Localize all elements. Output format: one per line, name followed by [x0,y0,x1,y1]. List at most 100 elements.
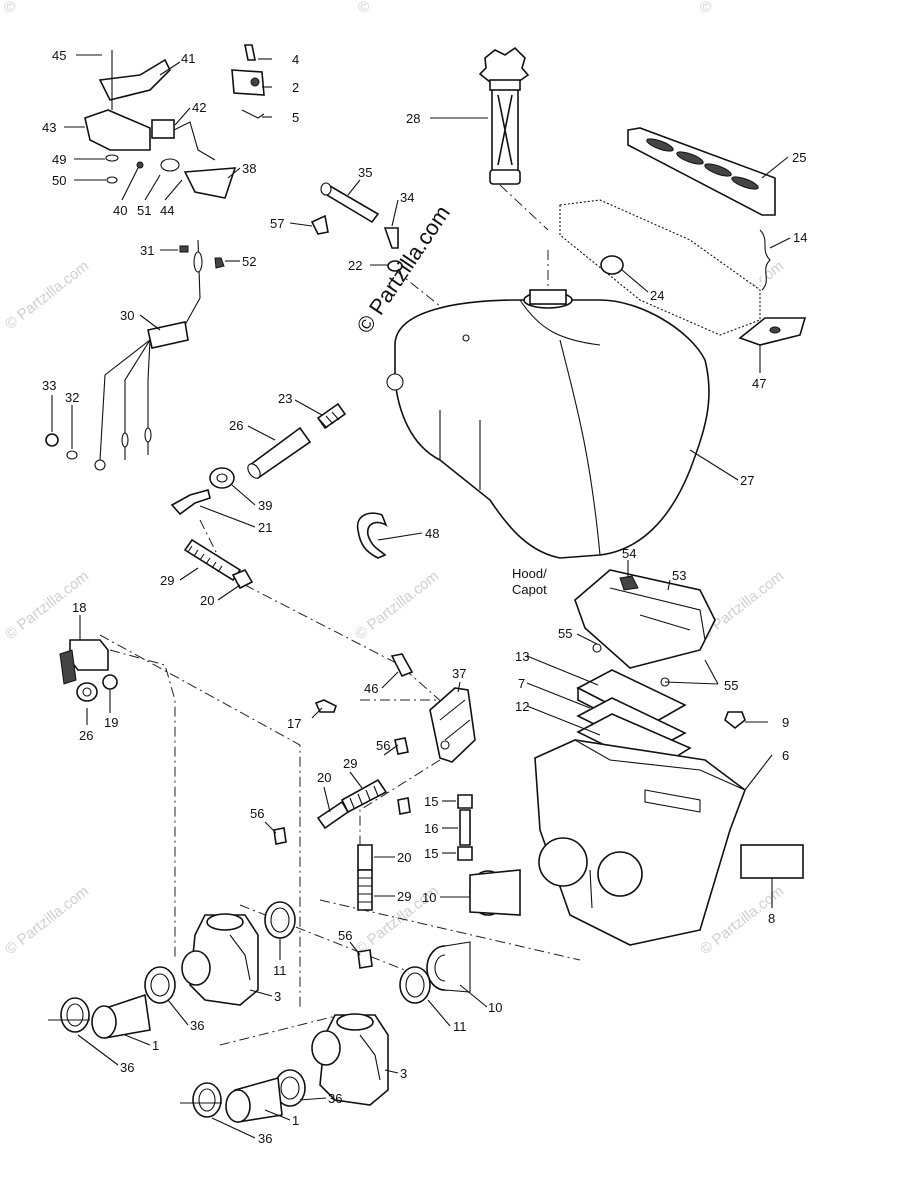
callout-1: 1 [292,1113,299,1128]
fuel-pump [390,653,476,763]
callout-20: 20 [200,593,214,608]
callout-56: 56 [338,928,352,943]
callout-10: 10 [422,890,436,905]
callout-12: 12 [515,699,529,714]
callout-33: 33 [42,378,56,393]
callout-11: 11 [453,1019,467,1034]
watermark-text: © Partzilla.com [2,883,92,959]
hood-label: Hood/ [512,566,547,581]
callout-55: 55 [724,678,738,693]
callout-40: 40 [113,203,127,218]
callout-55: 55 [558,626,572,641]
callout-21: 21 [258,520,272,535]
carb-boots [48,966,306,1123]
callout-52: 52 [242,254,256,269]
callout-38: 38 [242,161,256,176]
callout-19: 19 [104,715,118,730]
air-intake-adapters [426,869,521,993]
callout-27: 27 [740,473,754,488]
callout-22: 22 [348,258,362,273]
callout-36: 36 [328,1091,342,1106]
callout-32: 32 [65,390,79,405]
callout-39: 39 [258,498,272,513]
hose-clamps [273,737,411,969]
callout-8: 8 [768,911,775,926]
push-rivet [724,711,746,730]
mount-bracket [738,317,807,346]
fuel-hose [247,402,347,480]
callout-49: 49 [52,152,66,167]
callout-5: 5 [292,110,299,125]
callout-6: 6 [782,748,789,763]
watermark-text: © Partzilla.com [2,258,92,334]
capot-label: Capot [512,582,547,597]
connector [231,44,265,119]
callout-15: 15 [424,846,438,861]
callout-36: 36 [120,1060,134,1075]
callout-26: 26 [79,728,93,743]
fuel-hose-lower [357,844,373,911]
callout-56: 56 [250,806,264,821]
watermark-corner: © [700,0,711,16]
callout-15: 15 [424,794,438,809]
callout-24: 24 [650,288,664,303]
tank-strap-clip [356,512,388,559]
leader-lines [51,54,791,1139]
callout-30: 30 [120,308,134,323]
callout-47: 47 [752,376,766,391]
callout-56: 56 [376,738,390,753]
callout-28: 28 [406,111,420,126]
callout-34: 34 [400,190,414,205]
fuel-gauge [478,46,530,185]
callout-54: 54 [622,546,636,561]
callout-36: 36 [190,1018,204,1033]
callout-50: 50 [52,173,66,188]
callout-57: 57 [270,216,284,231]
carburetor-front [181,913,259,1006]
vent-hose [320,182,380,224]
pump-fitting [314,699,337,713]
callout-labels: 45 41 4 2 5 42 43 38 49 50 40 51 44 28 2… [42,48,807,1146]
callout-2: 2 [292,80,299,95]
callout-1: 1 [152,1038,159,1053]
callout-10: 10 [488,1000,502,1015]
callout-4: 4 [292,52,299,67]
callout-7: 7 [518,676,525,691]
callout-3: 3 [400,1066,407,1081]
callout-41: 41 [181,51,195,66]
callout-36: 36 [258,1131,272,1146]
callout-9: 9 [782,715,789,730]
tank-pad [559,199,771,336]
callout-43: 43 [42,120,56,135]
callout-53: 53 [672,568,686,583]
air-silencer-cover [574,569,716,687]
callout-45: 45 [52,48,66,63]
callout-29: 29 [397,889,411,904]
adapter-clamps [264,901,431,1004]
callout-29: 29 [343,756,357,771]
inline-fittings [457,794,473,861]
tank-bracket [627,127,776,216]
washers [45,433,78,460]
fuel-elbow [170,489,211,516]
callout-20: 20 [317,770,331,785]
decal [740,844,804,879]
fuel-tank [386,289,710,559]
callout-17: 17 [287,716,301,731]
throttle-housing [84,50,237,199]
hose-clip [310,214,329,235]
choke-switch [59,639,118,702]
fuel-hose-upper [183,538,254,590]
grommet [209,467,235,489]
throttle-cable [94,239,225,471]
callout-3: 3 [274,989,281,1004]
callout-13: 13 [515,649,529,664]
watermark-text: © Partzilla.com [697,568,787,644]
fuel-hose-middle [316,778,388,830]
callout-26: 26 [229,418,243,433]
callout-31: 31 [140,243,154,258]
callout-29: 29 [160,573,174,588]
callout-14: 14 [793,230,807,245]
watermark-text: © Partzilla.com [352,568,442,644]
